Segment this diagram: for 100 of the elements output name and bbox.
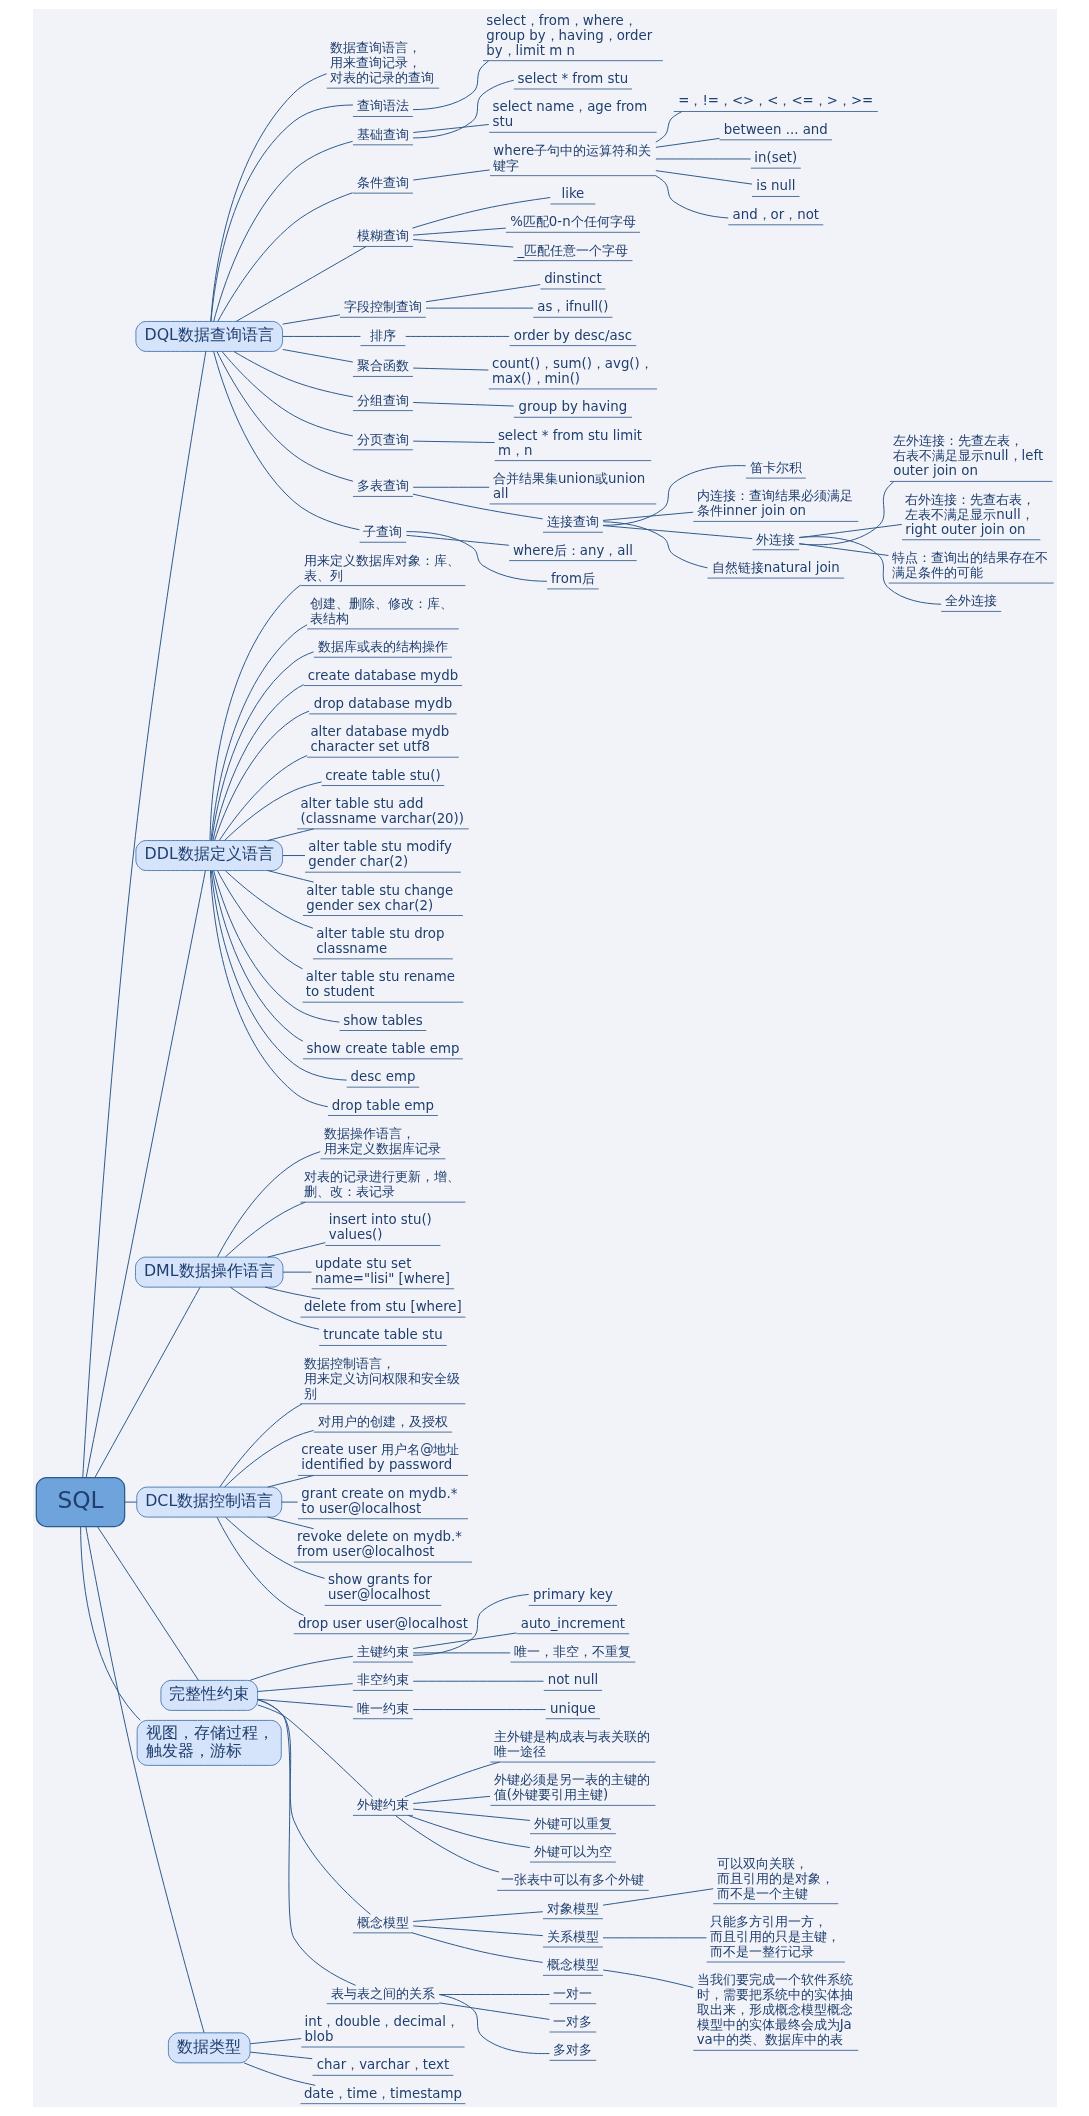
node-text: where子句中的运算符和关键字 — [492, 142, 651, 173]
connector — [229, 1286, 320, 1330]
node-text: 表与表之间的关系 — [330, 1985, 435, 2001]
connector — [216, 1151, 321, 1258]
connector — [221, 351, 353, 437]
connector — [209, 584, 301, 841]
node-text: 外连接 — [755, 531, 795, 547]
connector — [412, 1680, 544, 1682]
node-box: 视图，存储过程，触发器，游标 — [136, 1719, 282, 1766]
connector — [798, 536, 942, 605]
connector — [216, 351, 353, 482]
connector — [798, 543, 889, 556]
connector — [412, 1709, 546, 1711]
connector — [216, 870, 303, 970]
node-text: 创建、删除、修改：库、表结构 — [309, 595, 453, 626]
node-text: and，or，not — [732, 206, 819, 222]
connector — [212, 870, 340, 1023]
node-text: 右外连接：先查右表，左表不满足显示null，right outer join on — [904, 491, 1035, 537]
connector — [210, 651, 314, 841]
node-box: DML数据操作语言 — [134, 1256, 283, 1288]
connector — [281, 855, 305, 857]
node-text: 查询语法 — [356, 98, 409, 114]
connector — [209, 870, 328, 1108]
node-box: 数据类型 — [167, 2032, 250, 2064]
connector — [438, 1994, 550, 2055]
connector — [216, 192, 353, 322]
connector — [266, 1516, 314, 1530]
connector — [81, 351, 206, 1478]
connector — [602, 1937, 707, 1939]
connector — [425, 307, 534, 309]
node-text: alter database mydb character set utf8 — [309, 724, 449, 755]
connector — [602, 1888, 714, 1906]
connector — [281, 335, 361, 337]
connector — [405, 531, 547, 582]
connector — [602, 1969, 694, 1989]
node-text: alter table stu add (classname varchar(20)) — [299, 795, 464, 826]
node-text: 内连接：查询结果必须满足条件inner join on — [696, 488, 853, 519]
node-text: truncate table stu — [322, 1327, 443, 1343]
node-text: 外键可以重复 — [533, 1815, 612, 1831]
connector — [224, 870, 313, 929]
node-text: select，from，where，group by，having，order by，limit m n — [485, 12, 652, 58]
connector — [405, 534, 509, 546]
connector — [212, 140, 353, 322]
connector — [412, 227, 506, 236]
connector — [213, 710, 310, 841]
node-text: delete from stu [where] — [303, 1299, 462, 1315]
node-text: insert into stu() values() — [328, 1212, 432, 1243]
node-text: group by having — [518, 399, 627, 415]
node-text: 数据库或表的结构操作 — [317, 639, 448, 655]
node-text: select * from stu limit m，n — [497, 427, 642, 458]
connector — [249, 2038, 302, 2045]
connector — [411, 1932, 543, 1963]
node-text: where后：any，all — [512, 542, 633, 558]
node-text: update stu set name="lisi" [where] — [314, 1255, 450, 1286]
node-text: dinstinct — [543, 270, 602, 286]
connector — [654, 111, 682, 143]
connector — [256, 1699, 356, 1986]
node-text: not null — [547, 1672, 598, 1688]
connector — [602, 525, 753, 540]
connector — [412, 1808, 530, 1821]
connector — [411, 493, 543, 520]
node-box: DCL数据控制语言 — [135, 1486, 282, 1518]
connector — [223, 781, 322, 841]
connector — [281, 349, 353, 363]
connector — [256, 1699, 371, 1915]
node-text: =，!=，<>，<，<=，>，>= — [677, 93, 873, 109]
node-text: 自然链接natural join — [711, 560, 840, 576]
connector — [602, 511, 694, 521]
node-text: 特点：查询出的结果存在不满足条件的可能 — [891, 550, 1048, 581]
node-text: drop user user@localhost — [297, 1615, 468, 1631]
connector — [218, 1403, 302, 1488]
connector — [256, 1704, 373, 1798]
connector — [84, 1526, 205, 2034]
connector — [602, 521, 708, 569]
connector — [224, 1516, 325, 1579]
node-text: create database mydb — [307, 667, 458, 683]
node-text: from后 — [550, 570, 595, 586]
connector — [412, 239, 514, 248]
node-text: 聚合函数 — [356, 358, 409, 374]
node-text: 非空约束 — [356, 1672, 409, 1688]
node-text: 概念模型 — [546, 1957, 599, 1973]
connector — [404, 335, 510, 337]
node-text: 基础查询 — [356, 126, 409, 142]
connector — [412, 1632, 517, 1649]
node-text: desc emp — [350, 1069, 415, 1085]
connector — [654, 175, 729, 219]
node-text: alter table stu change gender sex char(2) — [305, 882, 453, 913]
node-text: 合并结果集union或union all — [492, 470, 645, 501]
node-text: 外键可以为空 — [533, 1844, 612, 1860]
connector — [210, 104, 353, 322]
connector — [224, 1201, 306, 1258]
connector — [210, 624, 308, 841]
node-text: 多对多 — [552, 2042, 592, 2058]
connector — [216, 1516, 304, 1616]
node-text: 当我们要完成一个软件系统时，需要把系统中的实体抽取出来，形成概念模型概念模型中的实体最终会成为Java中的类、数据库中的表 — [696, 1972, 853, 2048]
connector — [602, 465, 746, 526]
connector — [412, 486, 490, 488]
connector — [96, 1526, 199, 1681]
node-text: 字段控制查询 — [343, 299, 422, 315]
node-text: grant create on mydb.* to user@localhost — [300, 1485, 457, 1516]
